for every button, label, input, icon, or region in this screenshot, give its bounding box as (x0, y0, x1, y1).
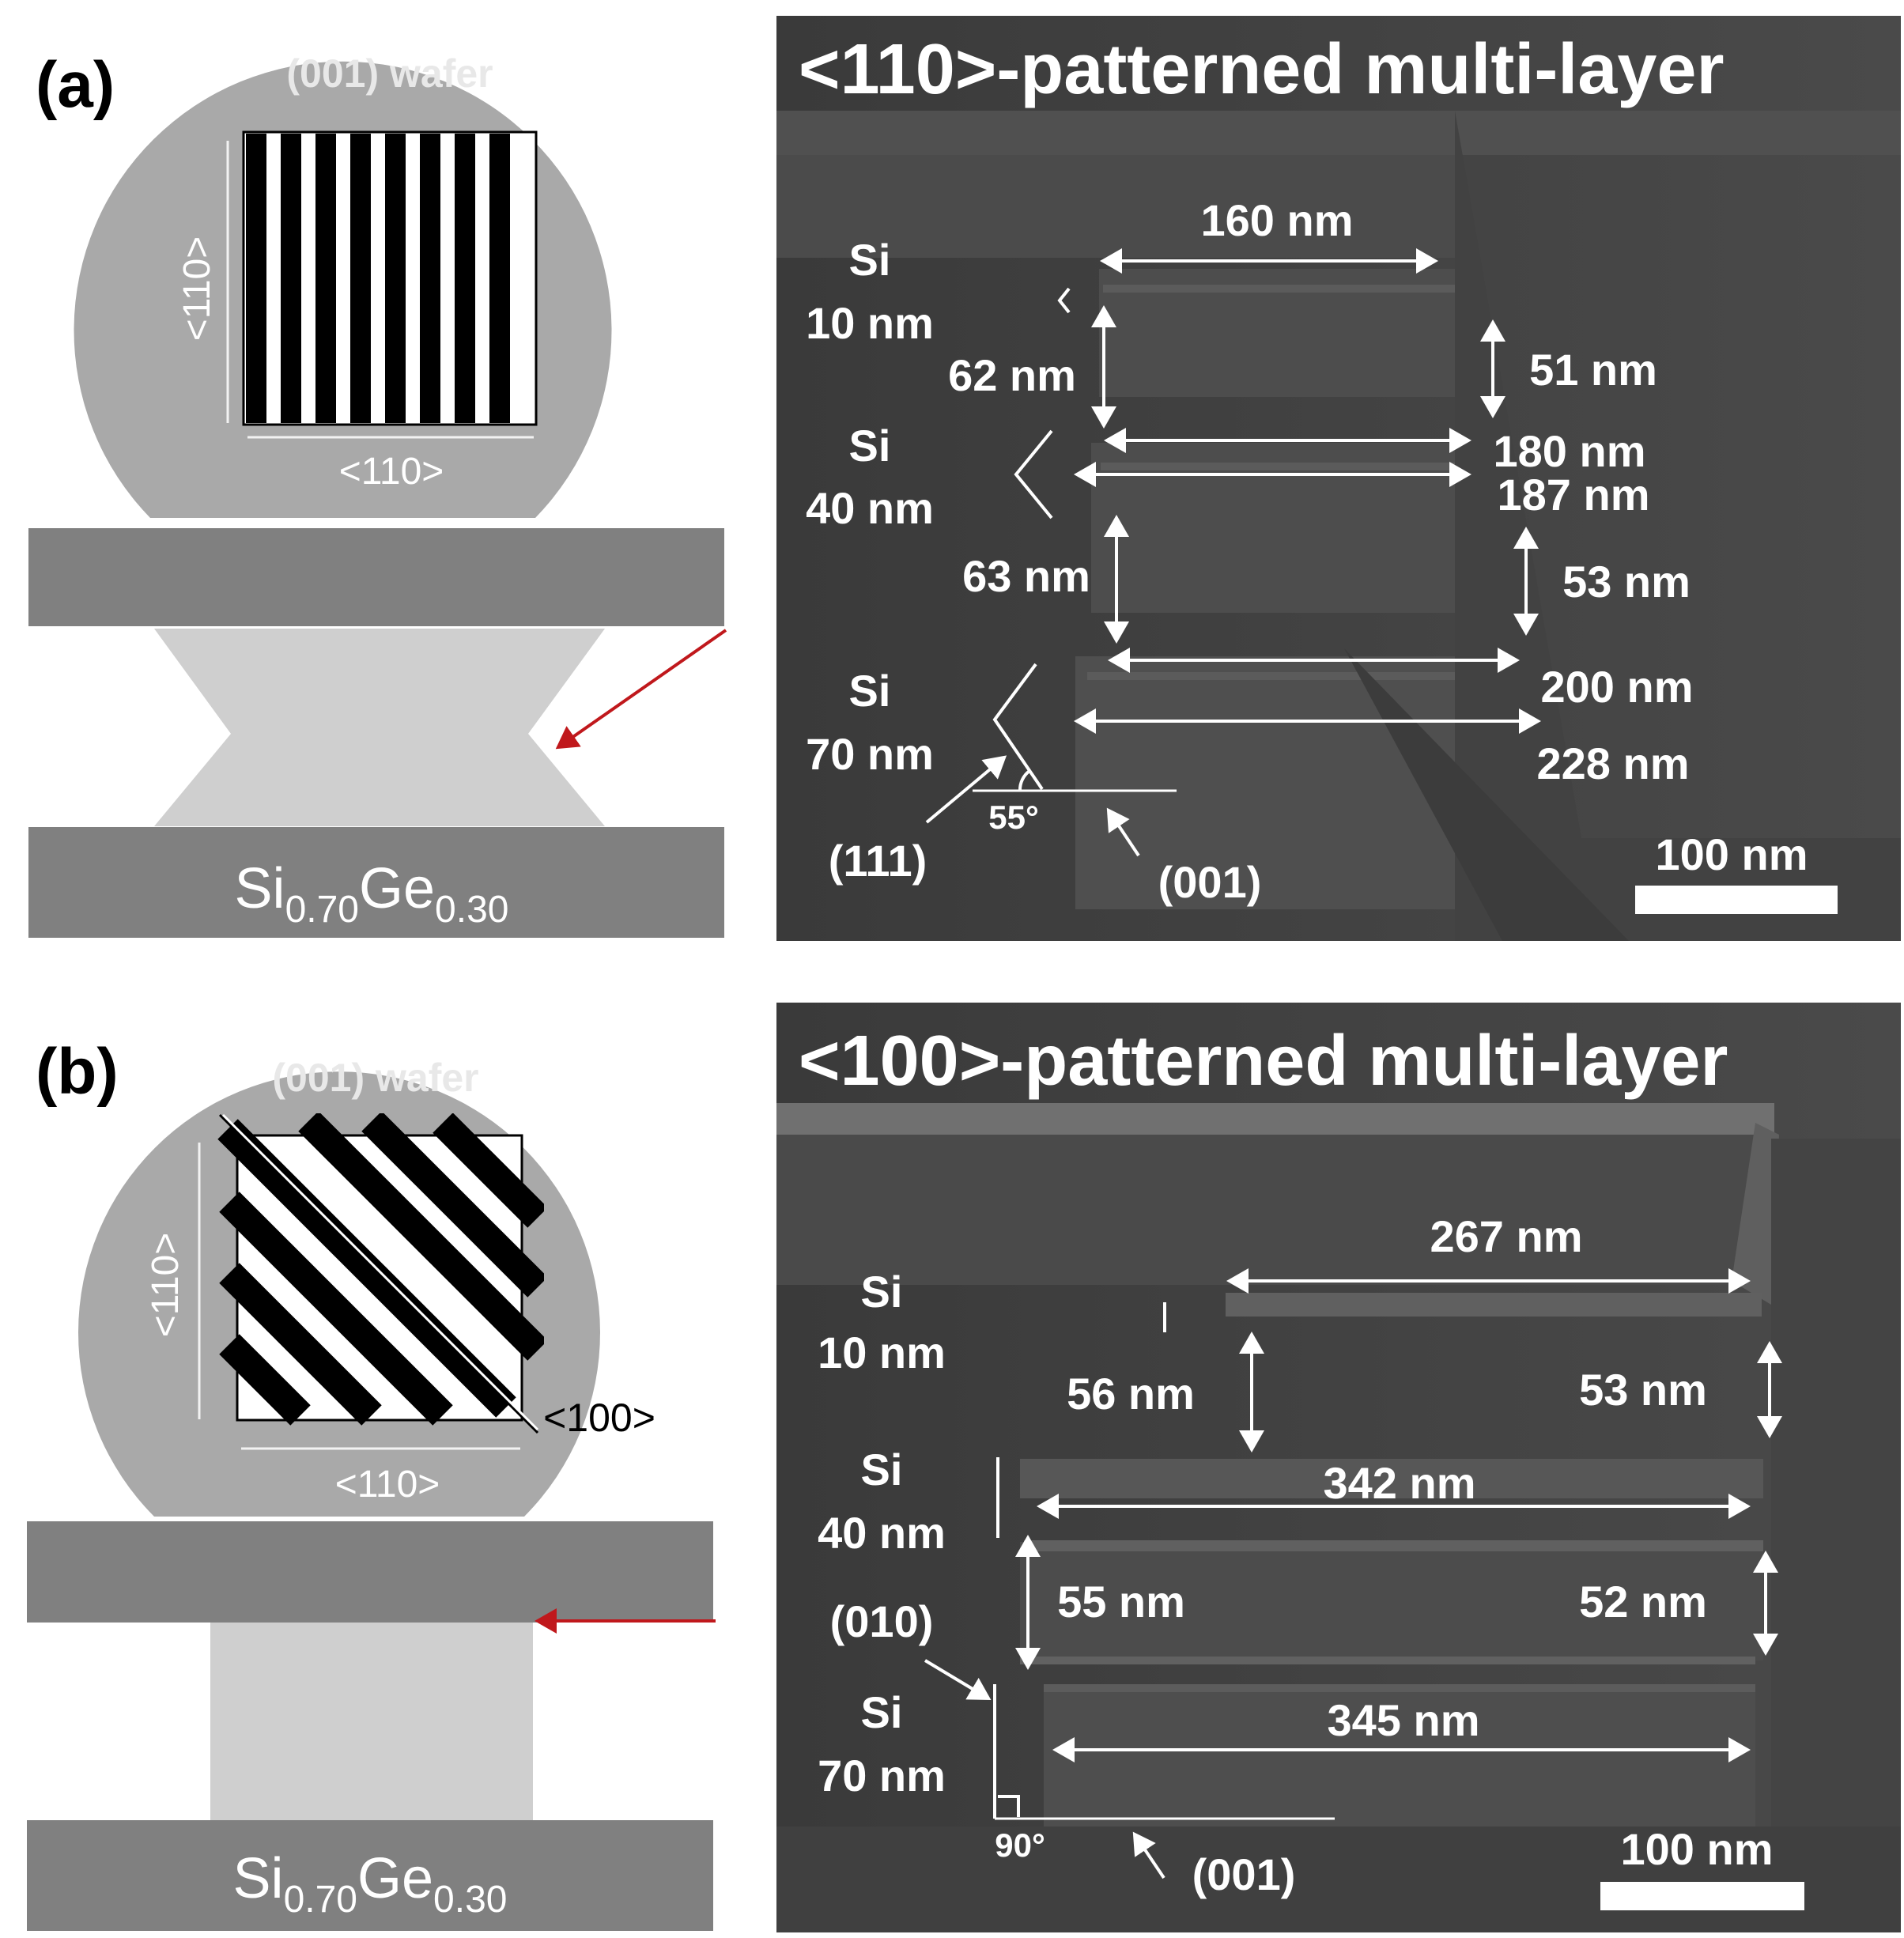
panel-a-sem: <110>-patterned multi-layer Si 10 nm Si … (776, 16, 1901, 941)
sem-b-rightgap1: 53 nm (1579, 1365, 1707, 1415)
sem-a-title: <110>-patterned multi-layer (799, 30, 1724, 109)
sem-a-layer1-name: Si (849, 235, 891, 285)
sem-b-rightgap2: 52 nm (1579, 1577, 1707, 1626)
sem-b-angle: 90° (995, 1827, 1045, 1864)
sem-b-layer3-name: Si (861, 1687, 903, 1737)
sige-undercut-a (154, 629, 605, 826)
wafer-a-dir-vertical: <110> (176, 236, 218, 342)
sem-a-width5: 228 nm (1537, 739, 1690, 788)
slab-a-top (28, 528, 724, 626)
sem-a-layer1-thickness: 10 nm (806, 298, 934, 348)
stripe-pattern-a (242, 130, 538, 426)
sem-a-layer3-name: Si (849, 666, 891, 716)
wafer-a-dir-horizontal: <110> (339, 451, 444, 493)
sem-b-leftgap2: 55 nm (1057, 1577, 1185, 1626)
sem-b-right-angle (998, 1795, 1020, 1817)
sem-a-structure (776, 111, 1901, 941)
slab-b-top (27, 1521, 713, 1623)
sem-a-scalebar-label: 100 nm (1656, 829, 1808, 879)
wafer-a-title: (001) wafer (286, 51, 493, 96)
substrate-a (28, 827, 724, 938)
sem-b-010-arrow (924, 1659, 992, 1701)
sem-a-layer3-thickness: 70 nm (806, 729, 934, 779)
sem-a-chevron3 (992, 663, 1044, 791)
stripe-pattern-b (217, 1113, 544, 1434)
sem-a-angle: 55° (988, 799, 1039, 836)
wafer-b-dir-diagonal: <100> (543, 1396, 655, 1440)
sem-a-leftgap2: 63 nm (962, 551, 1090, 601)
wafer-b-dir-horizontal: <110> (335, 1464, 440, 1505)
sem-a-angle-arc (1018, 769, 1031, 791)
sem-a-001-arrow (1106, 807, 1140, 857)
sem-b-scalebar-label: 100 nm (1621, 1824, 1774, 1874)
sem-b-layer3-thickness: 70 nm (818, 1751, 946, 1800)
sige-b (210, 1623, 533, 1820)
panel-a-schematic: (a) (001) wafer <110> <110> Si0.70Ge0.30 (28, 49, 727, 938)
panel-b-label: (b) (36, 1036, 119, 1108)
sem-a-chevron1 (1057, 287, 1071, 314)
sem-a-width2: 180 nm (1494, 426, 1646, 476)
sem-b-layer2-name: Si (861, 1445, 903, 1494)
sem-a-scalebar (1635, 886, 1838, 914)
substrate-b (27, 1820, 713, 1931)
sem-a-rightgap1: 51 nm (1529, 345, 1657, 395)
sem-b-facet: (010) (830, 1596, 934, 1646)
sem-b-width3: 345 nm (1328, 1695, 1480, 1745)
sem-a-width3: 187 nm (1498, 470, 1650, 519)
panel-a-label: (a) (36, 49, 115, 121)
sem-a-leftgap1: 62 nm (948, 350, 1076, 400)
sem-b-leftgap1: 56 nm (1067, 1369, 1195, 1419)
red-arrow-a (555, 629, 727, 750)
wafer-b-title: (001) wafer (272, 1056, 478, 1100)
sem-a-111-arrow (925, 755, 1007, 824)
sem-b-width2: 342 nm (1324, 1458, 1476, 1508)
sem-a-layer2-thickness: 40 nm (806, 483, 934, 533)
substrate-a-label: Si0.70Ge0.30 (235, 857, 509, 931)
panel-b-schematic: (b) (001) wafer <110> <110> <100> (27, 1036, 716, 1931)
sem-b-layer1-thickness: 10 nm (818, 1328, 946, 1377)
sem-b-001-arrow (1132, 1831, 1165, 1879)
sem-b-scalebar (1600, 1882, 1804, 1910)
sem-b-layer1-name: Si (861, 1267, 903, 1317)
sem-b-width1: 267 nm (1430, 1211, 1583, 1261)
sem-a-plane: (001) (1158, 857, 1262, 907)
sem-a-width1: 160 nm (1201, 195, 1354, 245)
sem-a-chevron2 (1014, 429, 1053, 519)
sem-a-rightgap2: 53 nm (1562, 557, 1691, 606)
wafer-b-dir-vertical: <110> (145, 1233, 187, 1338)
sem-b-plane: (001) (1192, 1849, 1296, 1899)
sem-b-layer2-thickness: 40 nm (818, 1508, 946, 1558)
sem-b-title: <100>-patterned multi-layer (799, 1022, 1728, 1101)
sem-a-facet: (111) (829, 836, 927, 886)
substrate-b-label: Si0.70Ge0.30 (233, 1847, 508, 1921)
panel-b-sem: <100>-patterned multi-layer Si 10 nm Si … (776, 1003, 1901, 1932)
sem-a-layer2-name: Si (849, 421, 891, 470)
sem-a-width4: 200 nm (1541, 662, 1694, 712)
